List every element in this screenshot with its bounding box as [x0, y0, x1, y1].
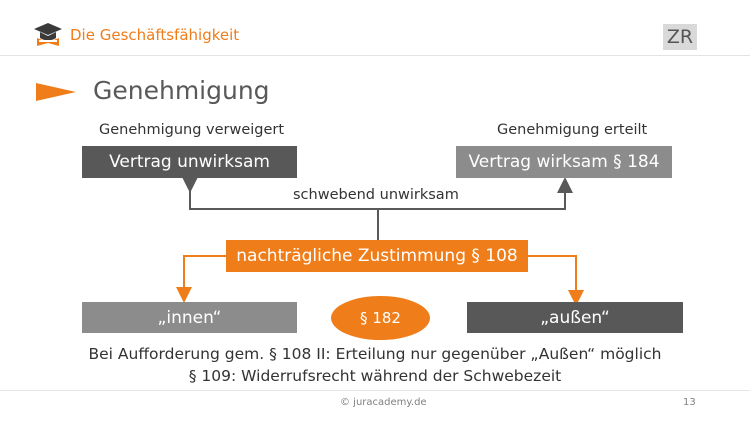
bracket-label: schwebend unwirksam [293, 187, 459, 203]
note-request: Bei Aufforderung gem. § 108 II: Erteilun… [88, 345, 662, 363]
section-title: Genehmigung [93, 76, 270, 105]
box-outer: „außen“ [467, 302, 683, 333]
header-title: Die Geschäftsfähigkeit [70, 26, 240, 44]
page-number: 13 [683, 397, 696, 408]
logo-icon [34, 23, 62, 46]
box-subsequent-consent: nachträgliche Zustimmung § 108 [226, 240, 528, 272]
bracket-connector [182, 177, 573, 240]
header-divider [0, 55, 750, 56]
caption-refused: Genehmigung verweigert [99, 122, 285, 138]
footer-divider [0, 390, 750, 391]
footer-copyright: © juracademy.de [340, 397, 427, 408]
zr-badge: ZR [663, 24, 697, 50]
box-inner: „innen“ [82, 302, 297, 333]
box-contract-valid: Vertrag wirksam § 184 [456, 146, 672, 178]
box-contract-invalid: Vertrag unwirksam [82, 146, 297, 178]
note-revocation: § 109: Widerrufsrecht während der Schweb… [188, 367, 562, 385]
triangle-pointer-icon [36, 83, 76, 101]
caption-granted: Genehmigung erteilt [497, 122, 648, 138]
branch-connector [176, 255, 584, 306]
oval-section-182: § 182 [331, 296, 430, 340]
